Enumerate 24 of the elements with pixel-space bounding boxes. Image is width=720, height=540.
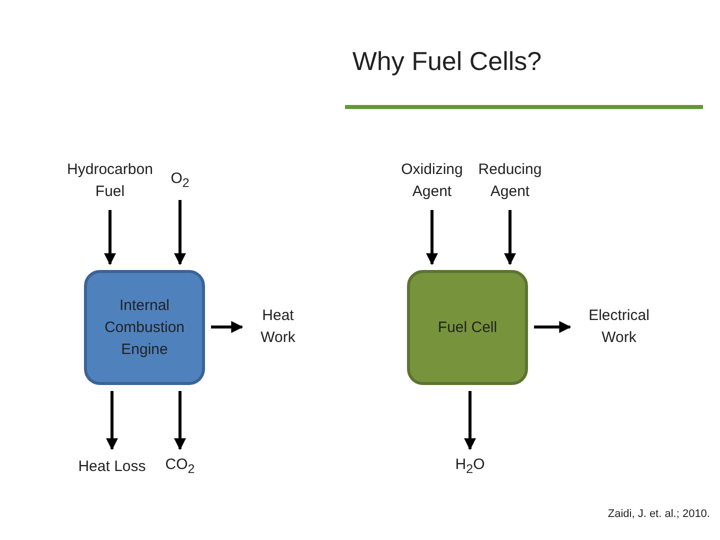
node-label: Electrical Work: [588, 306, 650, 348]
process-box: [84, 270, 205, 385]
node-label: CO$_{2}$: [165, 455, 195, 478]
arrow: [174, 200, 186, 266]
arrow: [106, 391, 118, 450]
node-label: Heat Loss: [78, 457, 146, 477]
arrow: [174, 391, 186, 450]
arrow: [504, 210, 516, 266]
box-label: Internal Combustion Engine: [103, 296, 186, 360]
box-label: Fuel Cell: [438, 318, 498, 338]
node-label: O$_{2}$: [170, 169, 190, 192]
node-label: Hydrocarbon Fuel: [66, 160, 154, 202]
arrow: [426, 210, 438, 266]
node-label: Oxidizing Agent: [400, 160, 464, 202]
arrow: [104, 210, 116, 266]
title: Why Fuel Cells?: [351, 46, 543, 77]
node-label: Heat Work: [260, 306, 296, 348]
arrow: [534, 321, 572, 333]
arrow: [211, 321, 244, 333]
process-box: [407, 270, 528, 385]
citation: Zaidi, J. et. al.; 2010.: [608, 508, 710, 520]
node-label: H$_{2}$O: [455, 455, 485, 478]
node-label: Reducing Agent: [477, 160, 543, 202]
arrow: [464, 391, 476, 450]
